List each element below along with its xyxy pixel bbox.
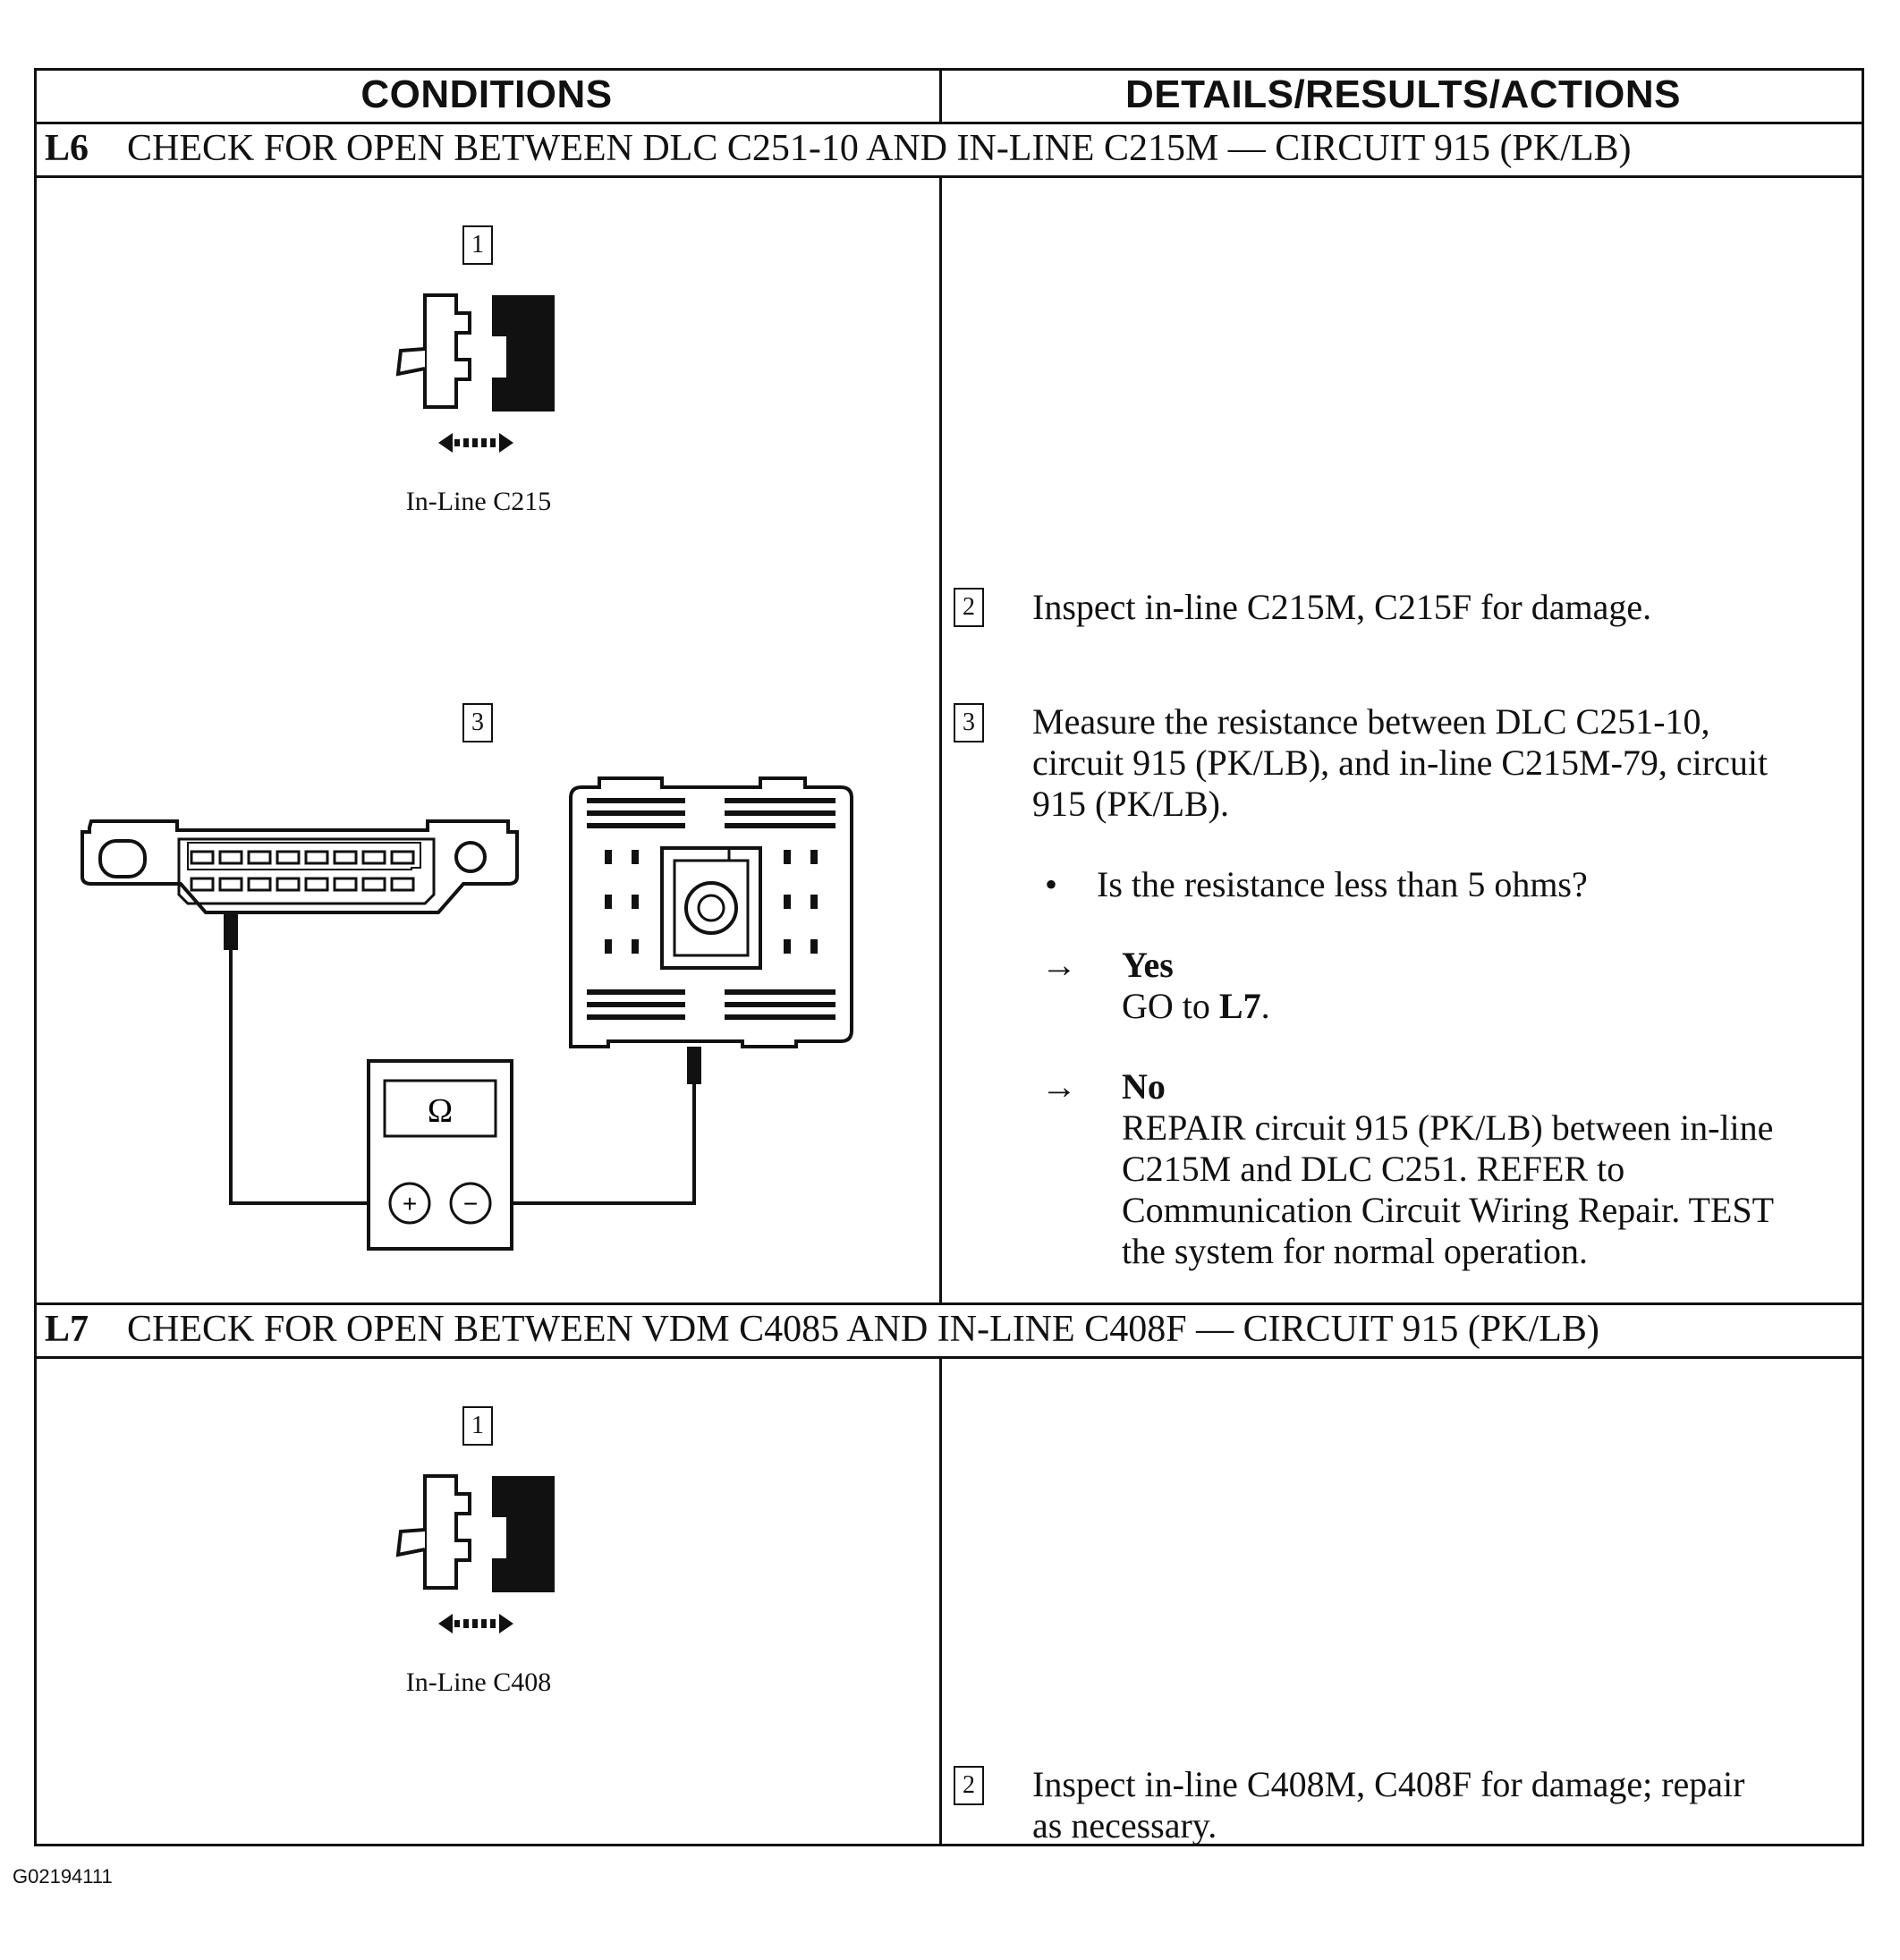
connector-caption: In-Line C408 [405,1667,552,1697]
section-id: L7 [45,1309,89,1350]
bullet: • [1045,864,1058,904]
column-divider [939,1356,942,1846]
section-header-l7: L7 CHECK FOR OPEN BETWEEN VDM C4085 AND … [45,1302,1599,1356]
positive-terminal: + [403,1190,417,1218]
resistance-test-diagram: Ω + − [81,776,853,1251]
connector-icon [395,1474,555,1633]
section-header-l6: L6 CHECK FOR OPEN BETWEEN DLC C251-10 AN… [45,122,1632,175]
negative-terminal: − [463,1190,478,1218]
connector-caption: In-Line C215 [405,487,552,516]
step-number-box: 1 [462,1406,493,1446]
section-id: L6 [45,128,89,169]
conditions-header: CONDITIONS [360,72,613,116]
step-number-box: 3 [462,703,493,742]
result-arrow: → [1041,945,1077,985]
question-text: Is the resistance less than 5 ohms? [1097,864,1588,904]
no-label: No [1122,1066,1166,1107]
rule [34,175,1864,178]
step-number-box: 2 [954,1766,984,1805]
step-number-box: 3 [954,703,984,742]
ohmmeter-icon [367,1059,513,1251]
yes-label: Yes [1122,945,1174,985]
rule [34,1356,1864,1359]
rule [34,1302,1864,1305]
figure-id: G02194111 [13,1865,113,1888]
step-number-box: 1 [462,225,493,265]
step-text: Inspect in-line C408M, C408F for damage;… [1032,1764,1745,1845]
column-divider [939,68,942,122]
no-action: REPAIR circuit 915 (PK/LB) between in-li… [1122,1107,1775,1271]
goto-link[interactable]: L7 [1218,986,1261,1026]
column-divider [939,175,942,1302]
step-text: Inspect in-line C215M, C215F for damage. [1032,587,1652,627]
connector-icon [395,293,555,453]
result-arrow: → [1041,1066,1077,1107]
step-number-box: 2 [954,588,984,627]
inline-connector-face-icon [569,776,853,1048]
details-header: DETAILS/RESULTS/ACTIONS [1125,72,1681,116]
dlc-connector-icon [81,819,519,914]
ohm-symbol: Ω [428,1092,453,1130]
table-frame [34,68,1864,1846]
rule [34,122,1864,124]
section-title: CHECK FOR OPEN BETWEEN VDM C4085 AND IN-… [127,1309,1599,1350]
yes-action: GO to L7. [1122,986,1270,1026]
section-title: CHECK FOR OPEN BETWEEN DLC C251-10 AND I… [127,128,1632,169]
step-text: Measure the resistance between DLC C251-… [1032,701,1769,824]
